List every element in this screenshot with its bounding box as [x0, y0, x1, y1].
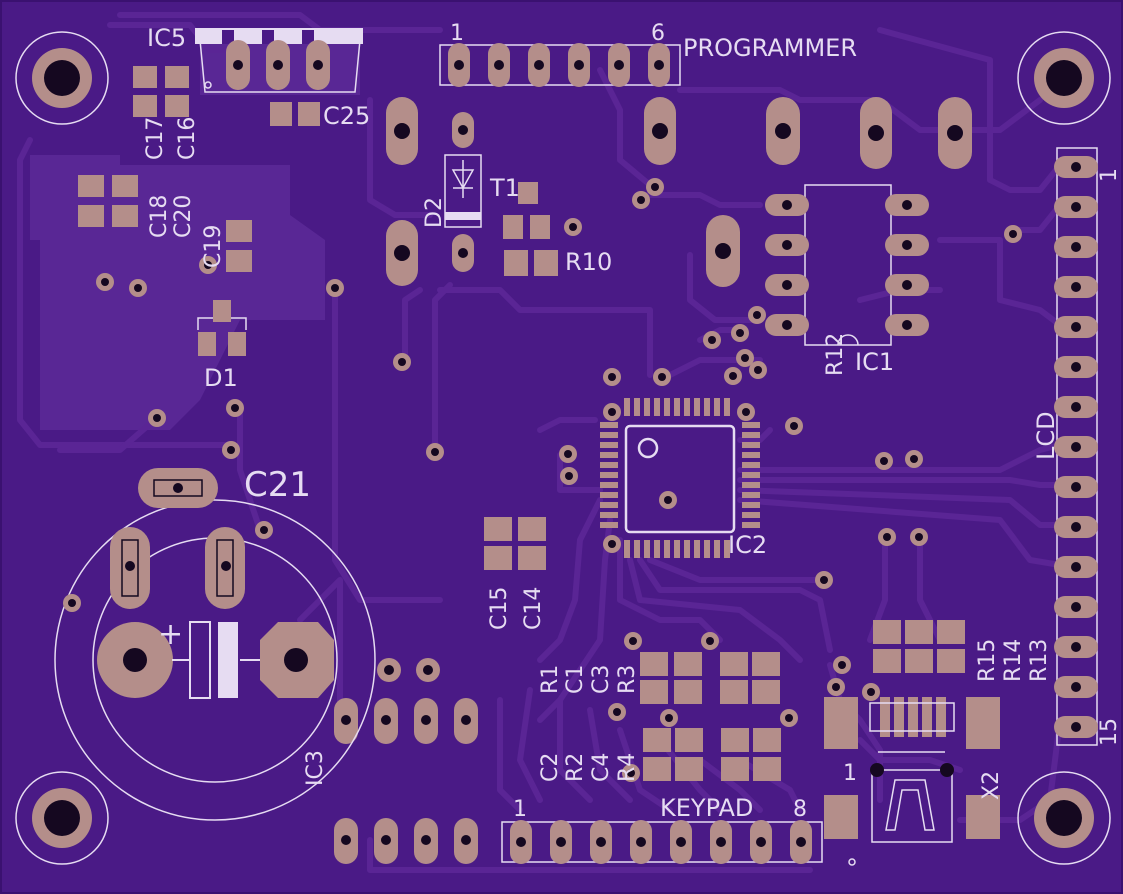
mounting-hole-top-left: [15, 31, 109, 125]
ic1-dip8: [765, 184, 929, 346]
label-c19: C19: [201, 225, 226, 268]
c21-capacitor: [54, 468, 376, 821]
label-r12: R12: [823, 333, 848, 376]
ic2-pins-right: [742, 422, 760, 528]
label-c21-plus: +: [158, 617, 183, 652]
smd-pads-c14-c15: [484, 517, 546, 570]
label-r14: R14: [1001, 639, 1026, 682]
keypad-header: [501, 820, 823, 864]
label-r13: R13: [1027, 639, 1052, 682]
ic2-microcontroller: [600, 398, 760, 558]
mounting-hole-top-right: [1017, 31, 1111, 125]
label-ic2: IC2: [728, 531, 767, 559]
r10-pads: [504, 250, 558, 276]
t1-transistor-pads: [503, 182, 550, 239]
label-d2: D2: [422, 197, 447, 228]
label-ic3: IC3: [303, 750, 328, 786]
label-r4: R4: [615, 753, 640, 782]
label-x2: X2: [979, 771, 1004, 800]
x2-usb-connector: [824, 697, 1000, 866]
label-c15: C15: [487, 587, 512, 630]
label-programmer: PROGRAMMER: [683, 34, 857, 62]
label-c3: C3: [589, 665, 614, 694]
label-c4: C4: [589, 753, 614, 782]
smd-pads-c16-c17: [133, 66, 189, 117]
label-keypad: KEYPAD: [660, 794, 753, 822]
smd-pads-c18-c20: [78, 175, 138, 227]
label-c1: C1: [563, 665, 588, 694]
copper-traces: [17, 12, 1063, 873]
label-c17: C17: [143, 117, 168, 160]
label-lcd-pin15: 15: [1097, 718, 1122, 746]
label-r1: R1: [538, 665, 563, 694]
label-c14: C14: [521, 587, 546, 630]
label-programmer-pin6: 6: [651, 21, 665, 46]
label-ic1: IC1: [855, 348, 894, 376]
label-x2-pin1: 1: [843, 761, 857, 786]
mounting-hole-bottom-right: [1017, 771, 1111, 865]
smd-pads-c19: [226, 220, 252, 272]
ic5-regulator: [195, 28, 363, 93]
label-c18: C18: [147, 195, 172, 238]
mounting-hole-bottom-left: [15, 771, 109, 865]
oblong-through-pads: [386, 97, 972, 287]
smd-pads-c25: [270, 102, 320, 126]
silkscreen-labels: IC5 C25 C17 C16 C18 C20 C19 D1 D2 T1 R10…: [143, 21, 1122, 822]
ic2-pins-bottom: [624, 540, 730, 558]
label-r2: R2: [563, 753, 588, 782]
label-programmer-pin1: 1: [450, 21, 464, 46]
label-c21: C21: [244, 465, 311, 505]
d1-diode: [197, 300, 247, 356]
label-keypad-pin8: 8: [793, 797, 807, 822]
label-keypad-pin1: 1: [513, 797, 527, 822]
d2-diode: [444, 112, 482, 272]
label-lcd: LCD: [1032, 411, 1060, 460]
label-ic5: IC5: [147, 24, 186, 52]
lcd-header: [1054, 147, 1098, 746]
label-d1: D1: [204, 364, 238, 392]
via-drills: [68, 183, 1017, 777]
label-c16: C16: [175, 117, 200, 160]
smd-pads-r1-c1-c3-r3: [640, 652, 780, 704]
smd-pads-c2-r2-c4-r4: [643, 728, 781, 781]
label-lcd-pin1: 1: [1097, 168, 1122, 182]
label-t1: T1: [489, 174, 520, 202]
label-r3: R3: [615, 665, 640, 694]
label-c2: C2: [538, 753, 563, 782]
ic2-pins-top: [624, 398, 730, 416]
label-c25: C25: [323, 102, 370, 130]
label-r10: R10: [565, 248, 612, 276]
ic2-pins-left: [600, 422, 618, 528]
ic3-pads: [334, 658, 478, 864]
smd-pads-r13-r14-r15: [873, 620, 965, 673]
programmer-header: [439, 43, 681, 87]
label-r15: R15: [975, 639, 1000, 682]
label-c20: C20: [171, 195, 196, 238]
